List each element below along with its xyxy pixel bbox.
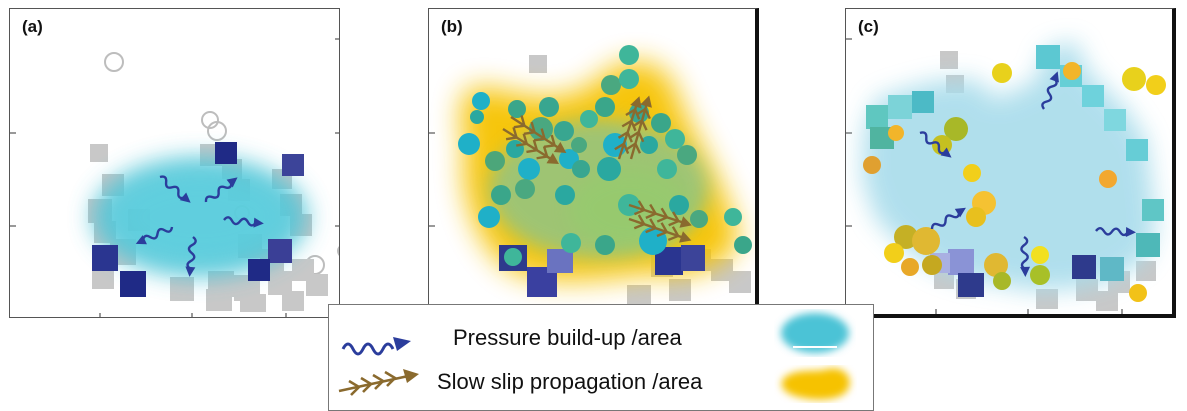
- yellow-blob-icon: [781, 368, 850, 400]
- panel-a-plot: [10, 38, 339, 317]
- panel-b: (b): [428, 8, 759, 318]
- cyan-blob-icon: [781, 313, 849, 353]
- panel-b-plot: [429, 45, 752, 314]
- navy-squares: [92, 142, 304, 297]
- panel-a: (a): [9, 8, 340, 318]
- legend-slip-label: Slow slip propagation /area: [437, 369, 703, 394]
- panel-label-c: (c): [858, 17, 879, 36]
- legend-pressure-label: Pressure build-up /area: [453, 325, 682, 350]
- blue-wavy-arrow-icon: [341, 337, 411, 356]
- panel-c-plot: [846, 38, 1166, 314]
- panel-label-a: (a): [22, 17, 43, 36]
- legend: Pressure build-up /area Slow slip propag…: [328, 304, 874, 411]
- panel-label-b: (b): [441, 17, 463, 36]
- event-circles-c: [863, 62, 1166, 302]
- panel-c: (c): [845, 8, 1176, 318]
- brown-chevron-arrow-icon: [338, 369, 419, 396]
